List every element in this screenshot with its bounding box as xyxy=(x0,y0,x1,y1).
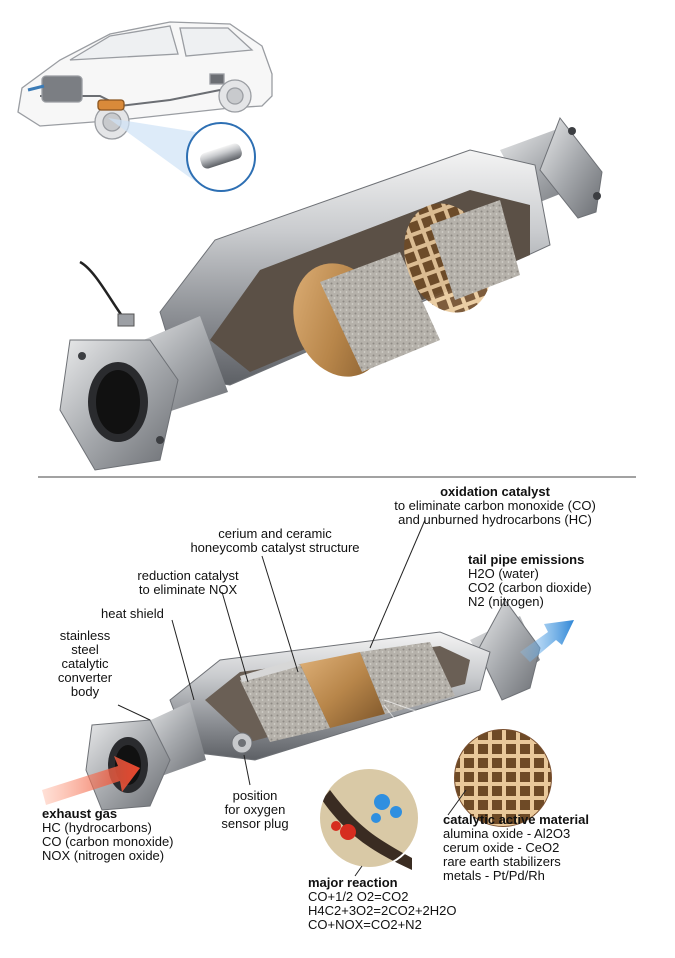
tail-pipe-arrow xyxy=(520,620,574,662)
tail-pipe-line-2: CO2 (carbon dioxide) xyxy=(468,580,592,595)
leader-lines xyxy=(117,519,467,877)
reaction-line-1: CO+1/2 O2=CO2 xyxy=(308,889,409,904)
tail-pipe-emissions-label: tail pipe emissions H2O (water) CO2 (car… xyxy=(468,553,592,609)
body-line-4: converter xyxy=(57,670,113,685)
sensor-line-3: sensor plug xyxy=(221,816,289,831)
material-line-1: alumina oxide - Al2O3 xyxy=(443,826,571,841)
reaction-magnifier xyxy=(318,767,420,870)
catalytic-material-label: catalytic active material alumina oxide … xyxy=(443,813,589,883)
reduction-line-2: to eliminate NOX xyxy=(138,582,238,597)
tail-pipe-title: tail pipe emissions xyxy=(468,552,585,567)
material-line-2: cerum oxide - CeO2 xyxy=(443,840,560,855)
cerium-line-2: honeycomb catalyst structure xyxy=(190,540,360,555)
honeycomb-magnifier xyxy=(452,727,554,829)
mini-converter-icon xyxy=(200,143,242,169)
tail-pipe-line-1: H2O (water) xyxy=(468,566,539,581)
exhaust-title: exhaust gas xyxy=(42,806,118,821)
reduction-line-1: reduction catalyst xyxy=(137,568,239,583)
exhaust-gas-label: exhaust gas HC (hydrocarbons) CO (carbon… xyxy=(42,807,174,863)
converter-body-label: stainless steel catalytic converter body xyxy=(50,629,120,699)
major-reaction-label: major reaction CO+1/2 O2=CO2 H4C2+3O2=2C… xyxy=(308,876,457,932)
cerium-label: cerium and ceramic honeycomb catalyst st… xyxy=(150,527,400,555)
magnifier-beam xyxy=(108,118,196,182)
exhaust-line-3: NOX (nitrogen oxide) xyxy=(42,848,165,863)
sensor-line-1: position xyxy=(232,788,278,803)
body-line-5: body xyxy=(70,684,100,699)
sensor-line-2: for oxygen xyxy=(224,802,286,817)
oxidation-line-2: and unburned hydrocarbons (HC) xyxy=(398,512,592,527)
reduction-catalyst-label: reduction catalyst to eliminate NOX xyxy=(108,569,268,597)
exhaust-inlet-arrow xyxy=(42,756,140,805)
exhaust-line-2: CO (carbon monoxide) xyxy=(42,834,174,849)
body-line-3: catalytic xyxy=(61,656,109,671)
cerium-line-1: cerium and ceramic xyxy=(218,526,332,541)
reaction-line-2: H4C2+3O2=2CO2+2H2O xyxy=(308,903,457,918)
body-line-1: stainless xyxy=(59,628,111,643)
exhaust-line-1: HC (hydrocarbons) xyxy=(42,820,152,835)
car-outline xyxy=(17,21,273,140)
heat-shield-label: heat shield xyxy=(101,606,164,621)
body-line-2: steel xyxy=(71,642,99,657)
material-line-3: rare earth stabilizers xyxy=(443,854,561,869)
material-title: catalytic active material xyxy=(443,812,589,827)
material-line-4: metals - Pt/Pd/Rh xyxy=(443,868,545,883)
oxidation-catalyst-label: oxidation catalyst to eliminate carbon m… xyxy=(330,485,660,527)
tail-pipe-line-3: N2 (nitrogen) xyxy=(468,594,544,609)
oxidation-line-1: to eliminate carbon monoxide (CO) xyxy=(394,498,596,513)
sensor-position-label: position for oxygen sensor plug xyxy=(200,789,310,831)
top-converter-illustration xyxy=(59,116,603,471)
bottom-converter-illustration xyxy=(85,599,541,811)
reaction-title: major reaction xyxy=(308,875,398,890)
oxidation-title: oxidation catalyst xyxy=(440,484,550,499)
reaction-line-3: CO+NOX=CO2+N2 xyxy=(308,917,422,932)
